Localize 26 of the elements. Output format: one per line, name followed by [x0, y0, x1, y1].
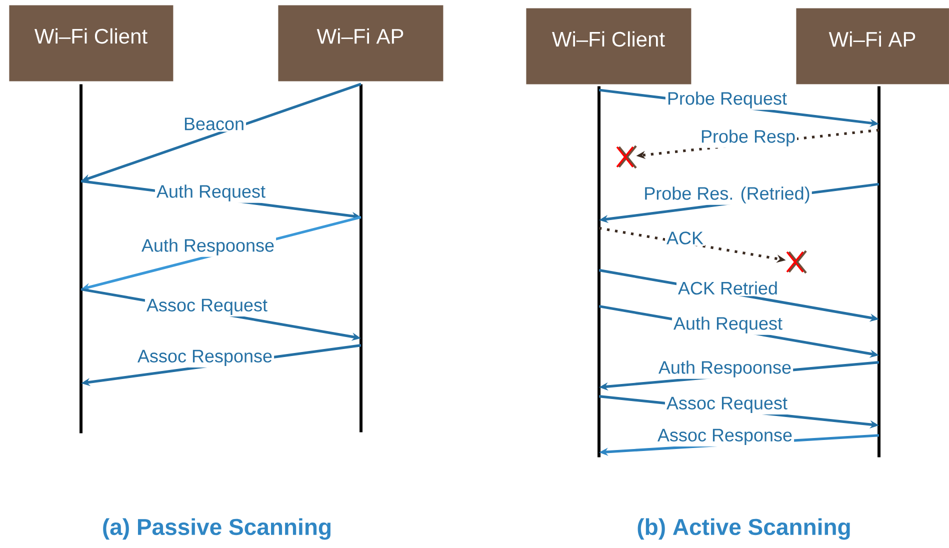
- edge-label: Assoc Request: [144, 297, 270, 317]
- panel-caption: (b) Active Scanning: [638, 518, 850, 540]
- lifeline: [598, 86, 600, 458]
- cross-mark: [616, 144, 638, 170]
- edge-label: Auth Request: [154, 183, 268, 203]
- actor-box: Wi–Fi AP: [796, 8, 949, 84]
- lifeline: [360, 84, 362, 432]
- edge-label: Probe Request: [665, 90, 789, 110]
- edge-label: Assoc Response: [656, 427, 794, 447]
- actor-box: Wi–Fi Client: [526, 8, 692, 84]
- lifeline: [80, 84, 82, 434]
- lifeline: [878, 86, 880, 458]
- actor-box: Wi–Fi AP: [278, 5, 444, 82]
- edge-label: Probe Res. (Retried): [642, 185, 812, 205]
- actor-box: Wi–Fi Client: [9, 5, 174, 82]
- edge-label: ACK Retried: [676, 280, 780, 296]
- edge-label: ACK: [665, 230, 705, 246]
- edge-label: Probe Resp: [698, 128, 798, 148]
- edge-label: Assoc Response: [136, 348, 274, 368]
- edge-label: Assoc Request: [664, 395, 790, 415]
- edge-label: Auth Respoonse: [656, 359, 794, 379]
- edge-label: Auth Request: [672, 315, 784, 335]
- edge-label: Auth Respoonse: [140, 237, 276, 257]
- edge-label: Beacon: [182, 116, 246, 132]
- panel-caption: (a) Passive Scanning: [103, 518, 330, 540]
- cross-mark: [786, 250, 808, 274]
